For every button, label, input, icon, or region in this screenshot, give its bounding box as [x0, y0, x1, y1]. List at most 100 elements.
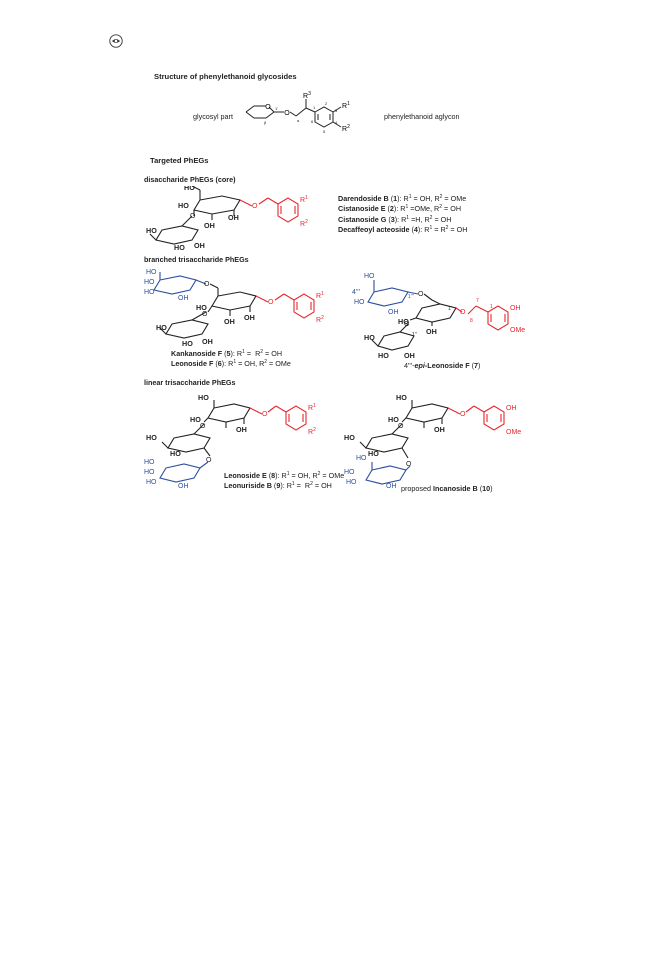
disaccharide-compound-list: Darendoside B (1): R1 = OH, R2 = OMe Cis…	[338, 194, 467, 235]
inc-link-o-3: O	[406, 461, 412, 468]
epi-link-o-6: O	[418, 291, 424, 298]
r1-dis: R1	[300, 195, 308, 204]
compound-8: Leonoside E (8): R1 = OH, R2 = OMe	[224, 471, 345, 480]
lin-link-o-2b: O	[206, 457, 212, 464]
r2-label: R2	[342, 124, 350, 133]
oh-3: OH	[228, 213, 239, 222]
pos-2: 2	[325, 101, 328, 106]
num-1pp: 1''	[412, 332, 417, 338]
branched-compound-list: Kankanoside F (5): R1 = R2 = OH Leonosid…	[171, 349, 291, 370]
compound-1: Darendoside B (1): R1 = OH, R2 = OMe	[338, 194, 467, 203]
aglycon-o-b: O	[268, 299, 274, 306]
epi-aglycon-o: O	[460, 309, 466, 316]
ho-inc-6: HO	[396, 393, 407, 402]
ho-glc-4: HO	[144, 279, 155, 286]
link-oxygen: O	[284, 110, 290, 117]
num-1ppp: 1'''	[408, 294, 414, 300]
oh-epi-core-2: OH	[426, 327, 437, 336]
incanoside-label: proposed Incanoside B (10)	[401, 484, 493, 493]
oh-lin-3: OH	[236, 425, 247, 434]
figure-title: Structure of phenylethanoid glycosides	[154, 72, 297, 81]
aglycon-oxygen: O	[252, 203, 258, 210]
ho-glc-3: HO	[144, 289, 155, 296]
ho-lin-rha-4: HO	[146, 433, 157, 442]
aglycon-scheme: O O R3 R1 R2 1' β α 1 2 3 4 5 6	[245, 91, 350, 134]
num-7: 7	[476, 298, 479, 304]
pos-alpha: α	[297, 118, 300, 123]
ho-lin-6: HO	[198, 393, 209, 402]
r3-label: R3	[303, 91, 311, 100]
pos-5: 5	[323, 129, 326, 134]
link-o-3: O	[202, 311, 208, 318]
ho-inc-rha-4: HO	[344, 433, 355, 442]
ho-lin-gal-6: HO	[144, 459, 155, 466]
pos-6: 6	[311, 119, 314, 124]
ho-inc-glc-6: HO	[356, 455, 367, 462]
ring-oxygen: O	[265, 104, 271, 111]
epi-link-o-3: O	[404, 321, 410, 328]
oh-glc-2: OH	[178, 295, 189, 302]
ho-inc-rha-3: HO	[368, 449, 379, 458]
pos-1: 1	[313, 105, 316, 110]
ho-lin-rha-3: HO	[170, 449, 181, 458]
pos-4: 4	[335, 120, 338, 125]
oh-lin-gal-2: OH	[178, 483, 189, 488]
num-4ppp: 4'''	[352, 289, 360, 296]
pos-1prime: 1'	[275, 106, 278, 111]
oh-2: OH	[204, 221, 215, 230]
ho-epi-rha-4: HO	[364, 333, 375, 342]
compound-6: Leonoside F (6): R1 = OH, R2 = OMe	[171, 359, 291, 369]
inc-link-o-2: O	[398, 423, 404, 430]
oh-core-2: OH	[224, 317, 235, 326]
ho-4: HO	[178, 201, 189, 210]
oh-epi-2: OH	[388, 309, 399, 316]
journal-logo-icon	[109, 34, 123, 48]
r2-dis: R2	[300, 219, 308, 228]
ho-inc-glc-3: HO	[346, 479, 357, 486]
oh-epi-rha-2: OH	[404, 351, 415, 360]
ho-core-4: HO	[196, 303, 207, 312]
r1-b: R1	[316, 291, 324, 300]
ho-rha-4b: HO	[156, 323, 167, 332]
ho-inc-4: HO	[388, 415, 399, 424]
r1-lin: R1	[308, 403, 316, 412]
num-1p: 1'	[448, 306, 452, 312]
link-o-6: O	[204, 281, 210, 288]
compound-9: Leonuriside B (9): R1 = R2 = OH	[224, 481, 332, 491]
ho-glc-6: HO	[146, 269, 157, 276]
incanoside-structure: HO HO OH HO HO HO HO HO OH O O O OH OMe	[344, 393, 521, 488]
epi-leonoside-label: 4'''-epi-Leonoside F (7)	[404, 361, 481, 370]
epi-ome: OMe	[510, 327, 525, 334]
glyc-oxygen: O	[190, 213, 196, 220]
ho-epi-rha-3: HO	[378, 351, 389, 360]
branched-structure: HO HO HO OH HO OH OH HO HO OH O O O R1 R…	[144, 269, 324, 346]
num-1-epi: 1	[490, 304, 493, 310]
lin-link-o-2: O	[200, 423, 206, 430]
ho-rha-3: HO	[174, 243, 185, 250]
lin-aglycon-o: O	[262, 411, 268, 418]
ho-lin-gal-4: HO	[144, 469, 155, 476]
r1-label: R1	[342, 101, 350, 110]
oh-core-3: OH	[244, 313, 255, 322]
compound-5: Kankanoside F (5): R1 = R2 = OH	[171, 349, 283, 358]
aglycon-label: phenylethanoid aglycon	[384, 112, 460, 121]
branched-heading: branched trisaccharide PhEGs	[144, 255, 249, 264]
ho-epi-core-4: HO	[398, 317, 409, 326]
ho-epi-6: HO	[364, 273, 375, 280]
epi-leonoside-structure: HO 4''' HO OH 1''' HO OH HO HO OH 1' 1''…	[352, 273, 525, 360]
num-8: 8	[470, 318, 473, 324]
pos-beta: β	[264, 120, 267, 125]
inc-oh: OH	[506, 405, 517, 412]
ho-lin-gal-3: HO	[146, 479, 157, 486]
oh-rha-2b: OH	[202, 337, 213, 346]
ho-epi-3: HO	[354, 299, 365, 306]
linear-structure: HO HO OH HO HO HO HO HO OH O O O R1 R2	[144, 393, 316, 488]
ho-lin-4: HO	[190, 415, 201, 424]
linear-compound-list: Leonoside E (8): R1 = OH, R2 = OMe Leonu…	[224, 471, 344, 492]
inc-ome: OMe	[506, 429, 521, 436]
disaccharide-structure: HO HO OH OH HO HO OH O O R1 R2	[146, 186, 308, 250]
oh-inc-glc-2: OH	[386, 483, 397, 488]
targeted-heading: Targeted PhEGs	[150, 156, 209, 165]
r2-b: R2	[316, 315, 324, 324]
r2-lin: R2	[308, 427, 316, 436]
